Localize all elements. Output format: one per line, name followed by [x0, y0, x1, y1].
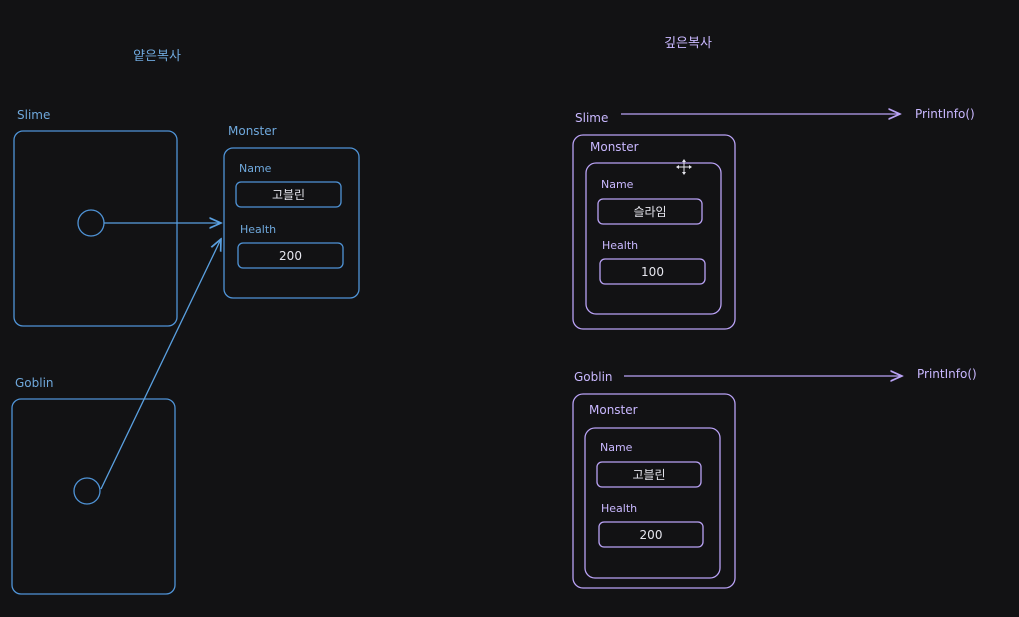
- shallow-monster-health-field: [237, 242, 344, 269]
- deep-slime-health-field: [599, 258, 706, 285]
- shallow-monster-health-label: Health: [240, 223, 276, 236]
- deep-goblin-health-value: 200: [640, 528, 663, 542]
- deep-slime-monster-box: [585, 162, 722, 315]
- goblin-reference-arrow: [100, 239, 221, 490]
- deep-goblin-label: Goblin: [574, 370, 613, 384]
- deep-goblin-name-value: 고블린: [632, 468, 665, 482]
- deep-goblin-health-label: Health: [601, 502, 637, 515]
- shallow-goblin-reference-circle: [73, 477, 101, 505]
- move-cursor-icon: [676, 159, 692, 175]
- deep-goblin-monster-label: Monster: [589, 403, 638, 417]
- shallow-monster-label: Monster: [228, 124, 277, 138]
- deep-goblin-box: [572, 393, 736, 589]
- shallow-monster-name-value: 고블린: [272, 188, 305, 202]
- deep-slime-health-label: Health: [602, 239, 638, 252]
- shallow-slime-box: [13, 130, 178, 327]
- deep-slime-label: Slime: [575, 111, 608, 125]
- deep-goblin-health-field: [598, 521, 704, 548]
- deep-goblin-method-label: PrintInfo(): [917, 367, 977, 381]
- shallow-slime-label: Slime: [17, 108, 50, 122]
- shallow-monster-health-value: 200: [279, 249, 302, 263]
- deep-slime-monster-label: Monster: [590, 140, 639, 154]
- deep-goblin-name-label: Name: [600, 441, 633, 454]
- deep-slime-method-label: PrintInfo(): [915, 107, 975, 121]
- deep-slime-name-label: Name: [601, 178, 634, 191]
- deep-copy-title: 깊은복사: [664, 36, 712, 51]
- shallow-monster-name-field: [235, 181, 342, 208]
- deep-slime-name-field: [597, 198, 703, 225]
- deep-slime-name-value: 슬라임: [633, 205, 666, 219]
- deep-slime-box: [572, 134, 736, 330]
- deep-slime-health-value: 100: [641, 265, 664, 279]
- deep-goblin-monster-box: [584, 427, 721, 579]
- shallow-copy-title: 얕은복사: [133, 49, 181, 64]
- deep-goblin-name-field: [596, 461, 702, 488]
- shallow-slime-reference-circle: [77, 209, 105, 237]
- shallow-goblin-label: Goblin: [15, 376, 54, 390]
- shallow-goblin-box: [11, 398, 176, 595]
- shallow-monster-name-label: Name: [239, 162, 272, 175]
- shallow-monster-box: [223, 147, 360, 299]
